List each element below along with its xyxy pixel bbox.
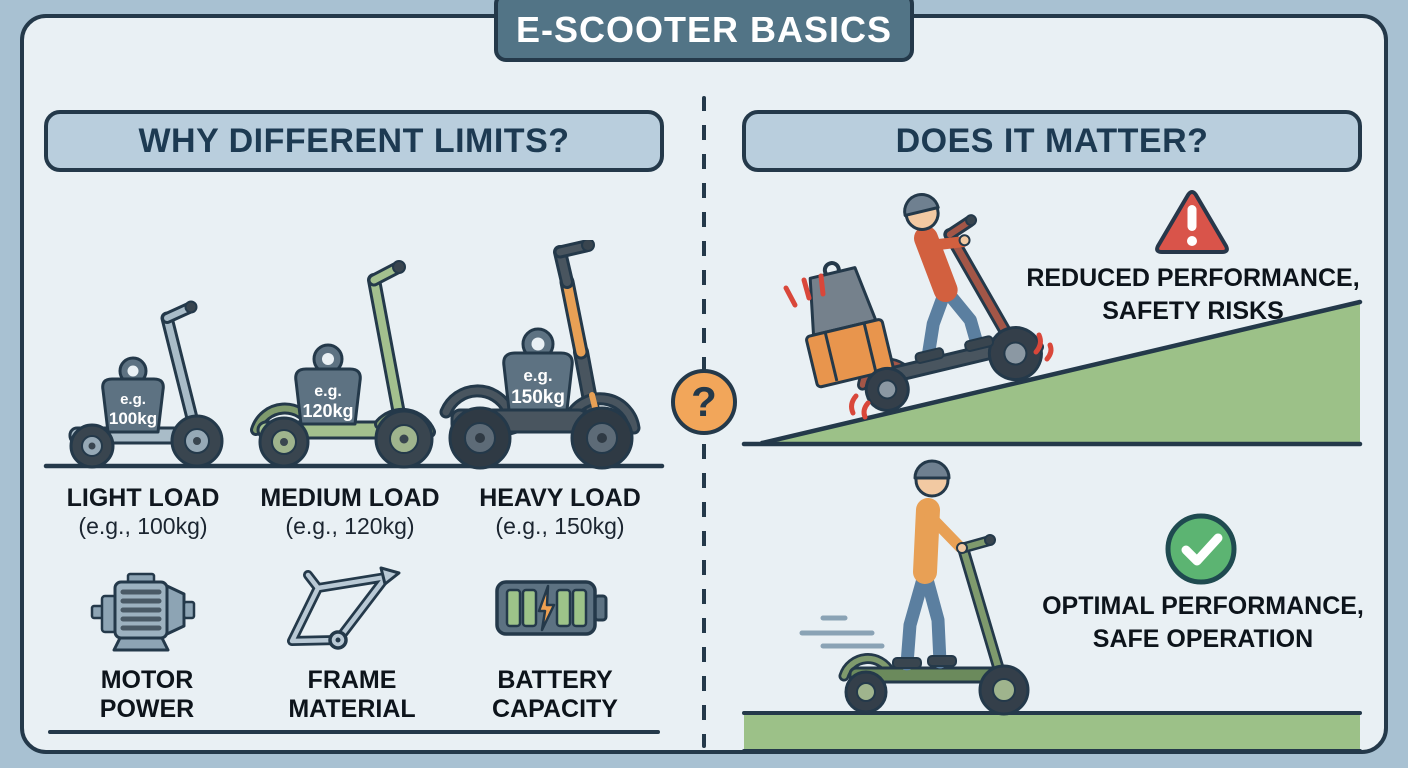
factor-line1: BATTERY bbox=[497, 666, 613, 694]
weight-tag-value-2: 120kg bbox=[302, 401, 353, 421]
warning-triangle-icon bbox=[1155, 190, 1229, 254]
battery-capacity-label: BATTERY CAPACITY bbox=[425, 666, 685, 723]
left-section-header: WHY DIFFERENT LIMITS? bbox=[44, 110, 664, 172]
factor-line2: CAPACITY bbox=[492, 694, 618, 723]
load-example: (e.g., 120kg) bbox=[285, 512, 415, 539]
overloaded-uphill-scene bbox=[741, 192, 1363, 447]
medium-scooter-illustration bbox=[250, 260, 436, 469]
flat-ground bbox=[744, 714, 1360, 750]
weight-100kg: e.g. 100kg bbox=[101, 356, 165, 434]
question-mark-badge: ? bbox=[671, 369, 737, 435]
rider-figure bbox=[892, 459, 968, 671]
caption-line2: SAFE OPERATION bbox=[1092, 624, 1314, 653]
right-section-title: DOES IT MATTER? bbox=[895, 121, 1209, 160]
title-banner: E-SCOOTER BASICS bbox=[494, 0, 914, 62]
caption-line2: SAFETY RISKS bbox=[1102, 296, 1284, 325]
medium-load-label: MEDIUM LOAD (e.g., 120kg) bbox=[220, 484, 480, 539]
overloaded-rider-illustration bbox=[805, 192, 1045, 412]
factor-line2: MATERIAL bbox=[288, 694, 416, 723]
motor-power-label: MOTOR POWER bbox=[17, 666, 277, 723]
load-name: LIGHT LOAD bbox=[66, 484, 220, 512]
left-bottom-rule bbox=[48, 730, 660, 734]
weight-tag-eg-3: e.g. bbox=[523, 366, 552, 385]
question-mark-icon: ? bbox=[691, 378, 717, 425]
load-example: (e.g., 100kg) bbox=[78, 512, 208, 539]
load-name: MEDIUM LOAD bbox=[260, 484, 440, 512]
weight-tag-eg-1: e.g. bbox=[120, 391, 146, 408]
factor-line2: POWER bbox=[99, 694, 195, 723]
scooter-comparison-scene: e.g. 100kg e.g. 12 bbox=[43, 240, 665, 470]
frame-icon bbox=[287, 566, 401, 650]
factor-line1: MOTOR bbox=[100, 666, 194, 694]
load-name: HEAVY LOAD bbox=[479, 484, 641, 512]
factor-line1: FRAME bbox=[307, 666, 397, 694]
caption-line1: OPTIMAL PERFORMANCE, bbox=[1042, 592, 1364, 620]
page-title: E-SCOOTER BASICS bbox=[515, 9, 893, 50]
overloaded-caption: REDUCED PERFORMANCE, SAFETY RISKS bbox=[1020, 262, 1366, 327]
weight-tag-eg-2: e.g. bbox=[314, 383, 342, 400]
light-load-label: LIGHT LOAD (e.g., 100kg) bbox=[13, 484, 273, 539]
weight-150kg: e.g. 150kg bbox=[502, 327, 574, 412]
rider-figure bbox=[903, 192, 995, 364]
weight-tag-value-1: 100kg bbox=[109, 409, 157, 428]
motor-icon bbox=[90, 572, 196, 652]
right-section-header: DOES IT MATTER? bbox=[742, 110, 1362, 172]
heavy-load-label: HEAVY LOAD (e.g., 150kg) bbox=[430, 484, 690, 539]
safe-rider-illustration bbox=[838, 459, 1030, 716]
weight-tag-value-3: 150kg bbox=[511, 387, 565, 408]
cargo-load bbox=[805, 261, 895, 389]
check-circle-icon bbox=[1165, 513, 1237, 585]
safe-caption: OPTIMAL PERFORMANCE, SAFE OPERATION bbox=[1030, 590, 1376, 655]
caption-line1: REDUCED PERFORMANCE, bbox=[1026, 264, 1360, 292]
frame-material-label: FRAME MATERIAL bbox=[222, 666, 482, 723]
heavy-scooter-illustration bbox=[439, 240, 641, 470]
stress-marks bbox=[783, 273, 1054, 420]
load-example: (e.g., 150kg) bbox=[495, 512, 625, 539]
weight-120kg: e.g. 120kg bbox=[294, 343, 362, 426]
safe-riding-scene bbox=[742, 459, 1362, 753]
left-section-title: WHY DIFFERENT LIMITS? bbox=[138, 121, 570, 160]
battery-icon bbox=[495, 580, 608, 636]
speed-lines bbox=[799, 615, 885, 649]
